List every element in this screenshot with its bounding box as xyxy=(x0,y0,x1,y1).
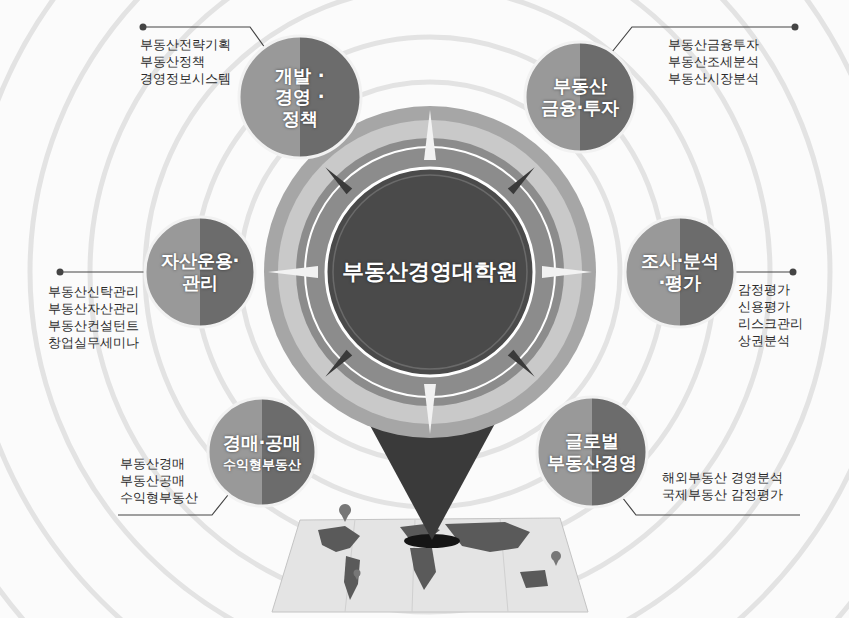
node-text: 부동산경영대학원 xyxy=(342,259,518,285)
item-label: 부동산신탁관리 xyxy=(48,283,139,300)
circle-title: 부동산경영대학원 xyxy=(342,259,518,285)
node-text: 경매·공매수익형부동산 xyxy=(223,432,302,472)
circle-border xyxy=(625,217,735,327)
item-label: 부동산전략기획 xyxy=(140,36,231,53)
item-label: 경영정보시스템 xyxy=(140,70,231,87)
topic-circle: 부동산 금융·투자 xyxy=(523,40,637,154)
item-label: 해외부동산 경영분석 xyxy=(662,469,783,486)
circle-border xyxy=(239,36,361,158)
center-disc xyxy=(326,168,534,376)
node-text: 자산운용· 관리 xyxy=(155,250,245,293)
circle-title: 자산운용· 관리 xyxy=(155,250,245,293)
center-circle: 부동산경영대학원 xyxy=(324,166,536,378)
center-inner-ring xyxy=(333,175,527,369)
item-label: 부동산조세분석 xyxy=(668,53,759,70)
item-label: 창업실무세미나 xyxy=(48,334,139,351)
item-label: 상권분석 xyxy=(738,332,790,349)
circle-border xyxy=(525,42,635,152)
item-label: 수익형부동산 xyxy=(120,489,198,506)
item-label: 감정평가 xyxy=(738,281,790,298)
topic-circle: 개발 · 경영 · 정책 xyxy=(237,34,363,160)
leader-lines xyxy=(60,27,800,515)
topic-circle: 글로벌 부동산경영 xyxy=(535,395,649,509)
circle-title: 부동산 금융·투자 xyxy=(535,75,625,118)
topic-circle: 조사·분석 ·평가 xyxy=(623,215,737,329)
node-text: 개발 · 경영 · 정책 xyxy=(255,65,345,130)
item-label: 부동산금융투자 xyxy=(668,36,759,53)
circle-title: 글로벌 부동산경영 xyxy=(547,430,637,473)
circle-title: 조사·분석 ·평가 xyxy=(635,250,725,293)
item-label: 부동산자산관리 xyxy=(48,300,139,317)
item-label: 부동산경매 xyxy=(120,455,185,472)
item-label: 부동산공매 xyxy=(120,472,185,489)
circle-title: 경매·공매 xyxy=(223,432,302,454)
circle-border xyxy=(145,217,255,327)
circle-title: 개발 · 경영 · 정책 xyxy=(255,65,345,130)
item-label: 신용평가 xyxy=(738,298,790,315)
item-label: 리스크관리 xyxy=(738,315,803,332)
topic-circle: 경매·공매수익형부동산 xyxy=(206,396,318,508)
circle-subtitle: 수익형부동산 xyxy=(223,457,302,473)
item-label: 부동산컨설턴트 xyxy=(48,317,139,334)
circle-border xyxy=(208,398,316,506)
circle-border xyxy=(537,397,647,507)
node-text: 글로벌 부동산경영 xyxy=(547,430,637,473)
item-label: 국제부동산 감정평가 xyxy=(662,486,783,503)
node-text: 부동산 금융·투자 xyxy=(535,75,625,118)
topic-circle: 자산운용· 관리 xyxy=(143,215,257,329)
item-label: 부동산시장분석 xyxy=(668,70,759,87)
compass-points xyxy=(268,110,592,434)
node-text: 조사·분석 ·평가 xyxy=(635,250,725,293)
item-label: 부동산정책 xyxy=(140,53,205,70)
